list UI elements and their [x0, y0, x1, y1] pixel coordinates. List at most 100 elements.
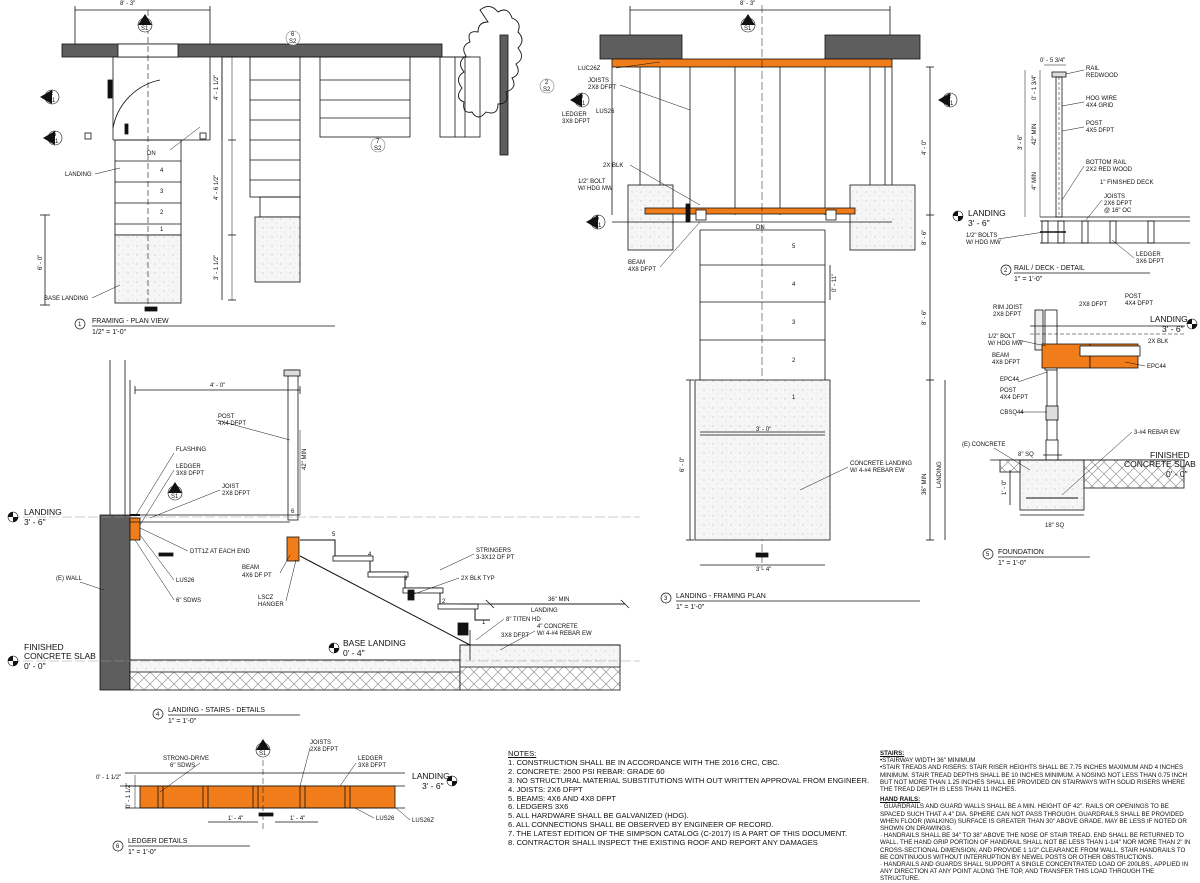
section-callout-1: 4S1	[137, 14, 153, 33]
plan3-scale: 1" = 1'-0"	[676, 604, 705, 611]
landing-elev-marker-ledger	[446, 775, 458, 787]
foundation-post-label: POST	[1125, 294, 1142, 300]
section-callout-10: 5S1	[586, 214, 606, 230]
stairs-handrail-notes: STAIRS: •STAIRWAY WIDTH 36" MINIMUM •STA…	[880, 750, 1192, 883]
detail5-num: 5	[986, 552, 990, 558]
plan3-ledger: LEDGER	[562, 112, 587, 118]
detail6-title: LEDGER DETAILS	[128, 838, 188, 845]
foundation-dim-8sq: 8" SQ	[1018, 452, 1034, 458]
handrail-note-load: · HANDRAILS AND GUARDS SHALL SUPPORT A S…	[880, 861, 1189, 883]
hog-wire-label: HOG WIRE	[1086, 96, 1117, 102]
plan3-tread-5: 5	[792, 244, 796, 250]
foundation-2x8: 2X8 DFPT	[1079, 302, 1107, 308]
svg-text:S2: S2	[543, 87, 551, 93]
svg-text:5: 5	[596, 216, 600, 222]
plan3-concrete-landing: CONCRETE LANDING	[850, 461, 912, 467]
rail-landing-label: LANDING	[968, 208, 1006, 218]
section-callout-5: 2S2	[539, 78, 555, 94]
foundation-existing-concrete: (E) CONCRETE	[962, 442, 1005, 448]
ledger-strongdrive: STRONG-DRIVE	[163, 756, 209, 762]
post-size: 4X5 DFPT	[1086, 128, 1114, 134]
base-landing-elev-marker	[328, 642, 340, 654]
stairs-tread-5: 5	[332, 532, 336, 538]
detail4-title: LANDING - STAIRS - DETAILS	[168, 707, 265, 714]
general-notes: NOTES: 1. CONSTRUCTION SHALL BE IN ACCOR…	[508, 749, 869, 848]
detail6-num: 6	[116, 844, 120, 850]
drawing-5-marker	[982, 548, 994, 560]
stairs-beam: BEAM	[242, 565, 259, 571]
svg-text:S1: S1	[594, 223, 602, 229]
stairs-2xblk: 2X BLK TYP	[461, 576, 495, 582]
stairs-tread-2: 2	[442, 599, 446, 605]
plan1-scale: 1/2" = 1'-0"	[92, 329, 127, 336]
section-callout-12: 4S1	[255, 739, 271, 758]
framing-plan-view	[40, 6, 523, 312]
section-callout-9: 2S1	[938, 92, 958, 108]
drawing-sheet: 8' - 3" 4' - 1 1/2" 4' - 6 1/2" 3' - 1 1…	[7, 1, 1198, 856]
section-callout-7: 4S1	[740, 14, 756, 33]
stairs-tread-6: 6	[291, 509, 295, 515]
landing-framing-plan	[599, 5, 946, 570]
plan3-beam: BEAM	[628, 260, 645, 266]
drawing-1-marker	[74, 318, 86, 330]
foundation-bolt-mw: W/ HDG MW	[988, 341, 1023, 347]
stairs-joist-size: 2X8 DFPT	[222, 491, 250, 497]
plan3-tread-1: 1	[792, 395, 796, 401]
plan3-bolt: 1/2" BOLT	[578, 179, 606, 185]
stairs-sdws: 6" SDWS	[176, 598, 201, 604]
section-callout-8: 6S1	[570, 92, 590, 108]
section-callout-4: 6S2	[285, 30, 301, 46]
foundation-dim-depth: 1' - 0"	[1002, 480, 1008, 495]
section-callout-11: 6S1	[167, 482, 183, 501]
handrail-note-height: · HANDRAILS SHALL BE 34" TO 38" ABOVE TH…	[880, 832, 1191, 861]
slab-elev-marker-stairs	[7, 655, 19, 667]
dim-rail-d: 4" MIN	[1032, 172, 1038, 190]
landing-elev-marker-foundation	[1186, 318, 1198, 330]
svg-text:S1: S1	[744, 26, 752, 32]
dim-plan3-r4: 36" MIN	[922, 474, 928, 495]
ledger-ledger: LEDGER	[358, 756, 383, 762]
note-item: 1. CONSTRUCTION SHALL BE IN ACCORDANCE W…	[508, 757, 780, 767]
drawing-3-marker	[660, 592, 672, 604]
note-item: 4. JOISTS: 2X6 DFPT	[508, 784, 583, 794]
rail-deck-detail	[1024, 64, 1190, 244]
plan3-lus26: LUS26	[596, 109, 615, 115]
stairs-note-treads: •STAIR TREADS AND RISERS: STAIR RISER HE…	[880, 764, 1188, 794]
plan1-tread-4: 4	[160, 168, 164, 174]
stairs-lscz: LSCZ	[258, 595, 274, 601]
note-item: 5. BEAMS: 4X6 AND 4X8 DFPT	[508, 793, 617, 803]
dim-plan3-gap: 0' - 11"	[832, 274, 838, 292]
drawing-2-marker	[1000, 264, 1012, 276]
dim-top-plan1: 8' - 3"	[120, 1, 135, 7]
dim-rail-a: 0' - 1 3/4"	[1032, 75, 1038, 100]
plan3-tread-2: 2	[792, 358, 796, 364]
stairs-notes-title: STAIRS:	[880, 750, 905, 757]
svg-text:2: 2	[545, 80, 549, 86]
rim-joist-size: 2X8 DFPT	[993, 312, 1021, 318]
plan3-joists: JOISTS	[588, 78, 609, 84]
foundation-landing-elev: 3' - 6"	[1162, 324, 1184, 334]
detail2-title: RAIL / DECK - DETAIL	[1014, 265, 1085, 272]
stairs-base-elev: 0' - 4"	[343, 648, 365, 658]
stairs-stringers-size: 3-3X12 DF PT	[476, 555, 515, 561]
svg-text:6: 6	[173, 487, 177, 493]
plan3-num: 3	[664, 596, 668, 602]
rail-landing-elev: 3' - 6"	[968, 218, 990, 228]
stairs-dtt1z: DTT1Z AT EACH END	[190, 549, 250, 555]
handrail-note-guardrails: · GUARDRAILS AND GUARD WALLS SHALL BE A …	[880, 803, 1187, 833]
stairs-lus26: LUS26	[176, 578, 195, 584]
foundation-post-size: 4X4 DFPT	[1125, 301, 1153, 307]
svg-text:6: 6	[580, 94, 584, 100]
ledger-dim-b: 0' - 1 1/2"	[126, 783, 132, 808]
svg-text:S1: S1	[946, 101, 954, 107]
plan1-num: 1	[78, 322, 82, 328]
plan3-beam-size: 4X8 DFPT	[628, 267, 656, 273]
dim-plan3-landing: 6' - 0"	[680, 457, 686, 472]
finished-deck-label: 1" FINISHED DECK	[1100, 180, 1153, 186]
landing-stairs-detail	[99, 360, 630, 691]
ledger-size: 3X6 DFPT	[1136, 259, 1164, 265]
rim-joist-label: RIM JOIST	[993, 305, 1023, 311]
foundation-landing-label: LANDING	[1150, 314, 1188, 324]
plan3-ledger-size: 3X8 DFPT	[562, 119, 590, 125]
dim-stairs-42min: 42" MIN	[302, 449, 308, 470]
